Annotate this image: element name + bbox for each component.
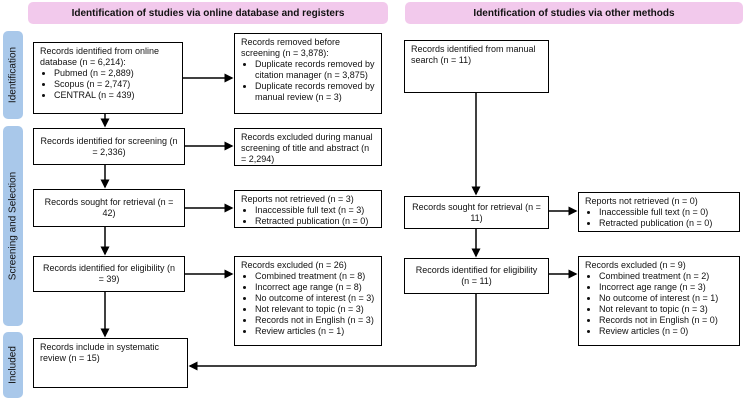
records-screening-text: Records identified for screening (n = 2,… [40,135,178,157]
records-excluded-screening-text: Records excluded during manual screening… [241,132,373,164]
db-not-retrieved-text: Reports not retrieved (n = 3) [241,194,354,204]
db-records-identified-text: Records identified from online database … [40,46,160,67]
other-eligibility-box: Records identified for eligibility (n = … [404,258,549,294]
db-eligibility-text: Records identified for eligibility (n = … [42,263,176,284]
phase-screening: Screening and Selection [3,126,23,326]
db-excluded-text: Records excluded (n = 26) [241,260,347,270]
other-excluded-item: Incorrect age range (n = 3) [599,282,733,293]
other-sought-box: Records sought for retrieval (n = 11) [404,196,549,229]
other-not-retrieved-box: Reports not retrieved (n = 0) Inaccessib… [578,192,740,232]
other-excluded-item: No outcome of interest (n = 1) [599,293,733,304]
other-eligibility-text: Records identified for eligibility (n = … [415,265,538,286]
other-not-retrieved-item: Inaccessible full text (n = 0) [599,207,733,218]
records-included-text: Records include in systematic review (n … [40,342,160,363]
records-included-box: Records include in systematic review (n … [33,338,188,388]
db-not-retrieved-item: Retracted publication (n = 0) [255,216,375,227]
records-removed-item: Duplicate records removed by citation ma… [255,59,375,81]
other-excluded-item: Not relevant to topic (n = 3) [599,304,733,315]
db-not-retrieved-item: Inaccessible full text (n = 3) [255,205,375,216]
phase-screening-label: Screening and Selection [7,171,19,281]
other-excluded-item: Records not in English (n = 0) [599,315,733,326]
other-not-retrieved-text: Reports not retrieved (n = 0) [585,196,698,206]
db-sought-text: Records sought for retrieval (n = 42) [44,197,174,218]
other-excluded-text: Records excluded (n = 9) [585,260,686,270]
manual-search-text: Records identified from manual search (n… [411,44,536,65]
records-excluded-screening-box: Records excluded during manual screening… [234,128,382,166]
db-excluded-item: No outcome of interest (n = 3) [255,293,375,304]
records-removed-text: Records removed before screening (n = 3,… [241,37,341,58]
db-sought-box: Records sought for retrieval (n = 42) [33,189,185,227]
phase-included-label: Included [7,346,19,384]
records-screening-box: Records identified for screening (n = 2,… [33,128,185,165]
other-excluded-box: Records excluded (n = 9) Combined treatm… [578,256,740,346]
header-database: Identification of studies via online dat… [28,2,388,24]
other-sought-text: Records sought for retrieval (n = 11) [412,201,541,223]
manual-search-box: Records identified from manual search (n… [404,40,549,93]
other-excluded-item: Combined treatment (n = 2) [599,271,733,282]
other-excluded-item: Review articles (n = 0) [599,326,733,337]
db-not-retrieved-box: Reports not retrieved (n = 3) Inaccessib… [234,190,382,228]
db-excluded-item: Review articles (n = 1) [255,326,375,337]
db-source-item: Pubmed (n = 2,889) [54,68,176,79]
records-removed-item: Duplicate records removed by manual revi… [255,81,375,103]
db-source-item: Scopus (n = 2,747) [54,79,176,90]
phase-identification: Identification [3,31,23,119]
db-excluded-item: Not relevant to topic (n = 3) [255,304,375,315]
phase-included: Included [3,332,23,398]
db-records-identified-box: Records identified from online database … [33,42,183,114]
header-other-methods: Identification of studies via other meth… [405,2,743,24]
db-excluded-box: Records excluded (n = 26) Combined treat… [234,256,382,346]
phase-identification-label: Identification [7,46,19,104]
db-excluded-item: Incorrect age range (n = 8) [255,282,375,293]
records-removed-box: Records removed before screening (n = 3,… [234,33,382,114]
db-excluded-item: Records not in English (n = 3) [255,315,375,326]
other-not-retrieved-item: Retracted publication (n = 0) [599,218,733,229]
db-eligibility-box: Records identified for eligibility (n = … [33,256,185,292]
db-excluded-item: Combined treatment (n = 8) [255,271,375,282]
db-source-item: CENTRAL (n = 439) [54,90,176,101]
